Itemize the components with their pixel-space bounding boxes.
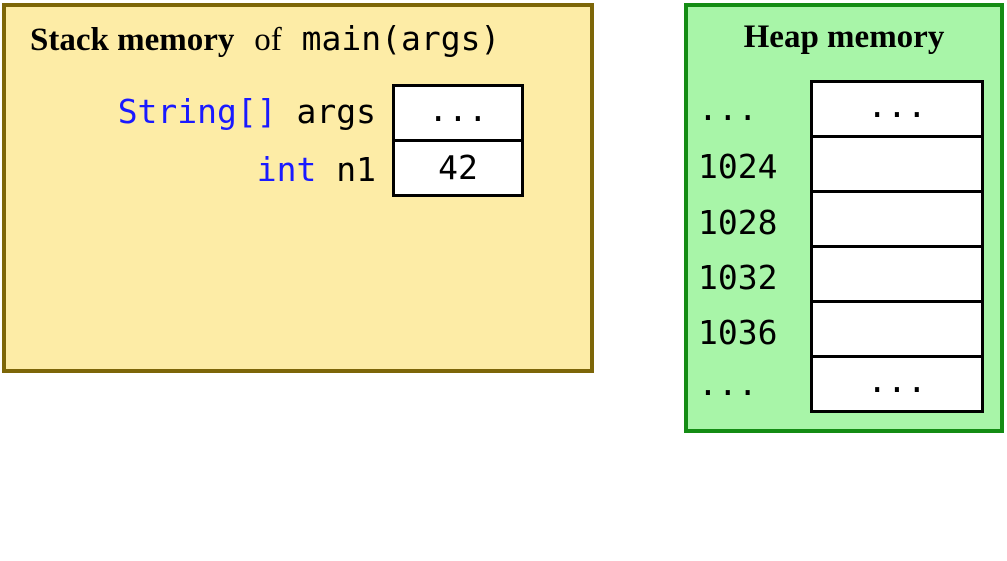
stack-title-of: of [254, 22, 282, 58]
heap-cell [810, 190, 984, 248]
var-name: args [296, 92, 376, 131]
stack-title-function: main(args) [301, 19, 501, 58]
stack-var-label-args: String[] args [118, 92, 376, 131]
heap-cell [810, 135, 984, 193]
heap-address-label: 1036 [698, 313, 778, 352]
stack-var-label-n1: int n1 [257, 150, 376, 189]
heap-cell [810, 300, 984, 358]
var-name: n1 [336, 150, 376, 189]
heap-address-label: ... [698, 89, 758, 128]
heap-memory-frame: Heap memory ... ... 1024 1028 1032 1036 … [684, 3, 1004, 433]
var-type: int [256, 150, 317, 189]
heap-address-label: 1032 [698, 258, 778, 297]
stack-cell-n1: 42 [392, 139, 524, 197]
heap-cell: ... [810, 80, 984, 138]
heap-title: Heap memory [743, 19, 945, 55]
stack-title: Stack memory of main(args) [30, 19, 500, 59]
heap-address-label: 1028 [698, 203, 778, 242]
stack-title-bold: Stack memory [30, 22, 235, 58]
heap-address-label: 1024 [698, 147, 778, 186]
var-type: String[] [117, 92, 277, 131]
heap-cell [810, 245, 984, 303]
heap-cell: ... [810, 355, 984, 413]
heap-address-label: ... [698, 364, 758, 403]
stack-memory-frame: Stack memory of main(args) String[] args… [2, 3, 594, 373]
stack-cell-args: ... [392, 84, 524, 142]
